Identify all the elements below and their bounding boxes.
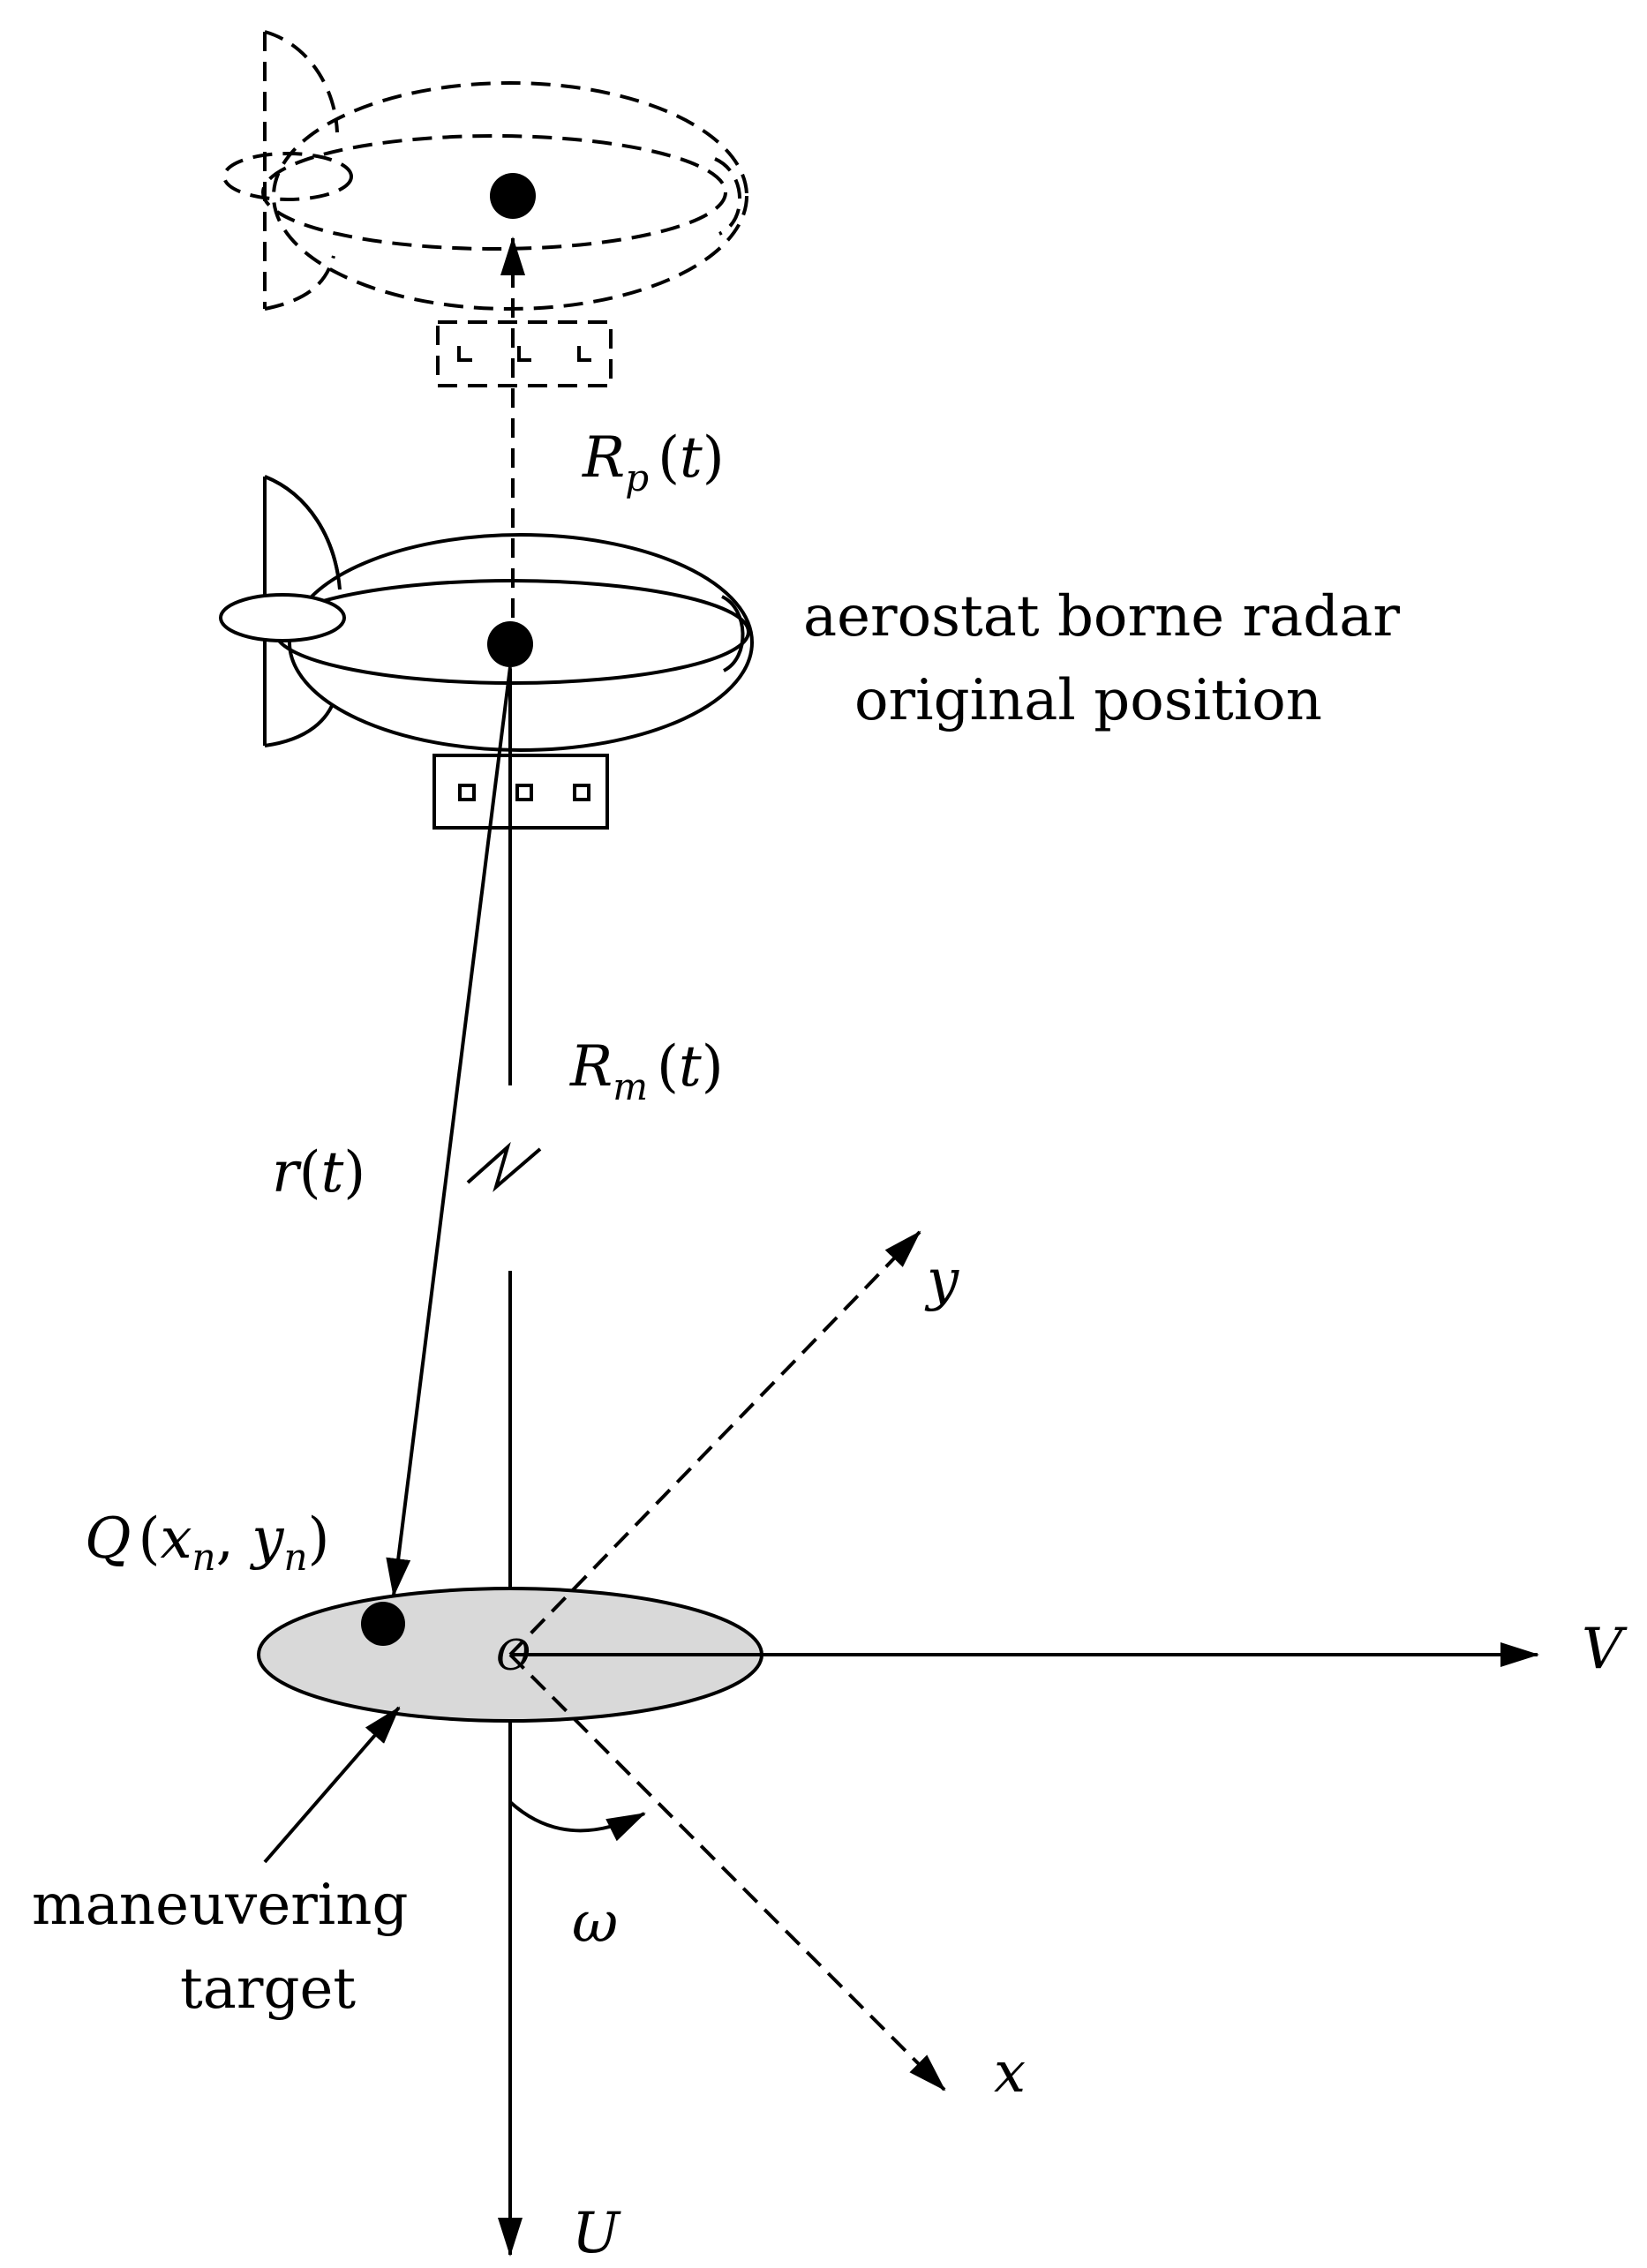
aerostat-moved-envelope	[272, 81, 748, 311]
axis-y-label: y	[924, 1248, 959, 1313]
target-pointer-arrow	[263, 1706, 401, 1864]
radar-moved-point	[490, 173, 536, 219]
aerostat-fin-bottom	[264, 696, 337, 747]
aerostat-original	[219, 475, 754, 830]
aerostat-moved-dashed	[222, 30, 748, 387]
aerostat-gondola	[432, 754, 609, 830]
target-caption-line1: maneuvering	[32, 1873, 408, 1938]
target-caption-line2: target	[180, 1956, 356, 2022]
aerostat-fin-top	[264, 475, 342, 590]
aerostat-moved-midline	[261, 134, 727, 251]
axis-x-label: x	[994, 2040, 1026, 2106]
angle-arc	[508, 1800, 646, 1842]
axis-y-line	[508, 1230, 921, 1656]
aerostat-nose	[721, 595, 745, 672]
aerostat-tail-ellipse	[219, 593, 346, 642]
aerostat-moved-windows	[457, 346, 591, 362]
aerostat-moved-nose	[714, 157, 741, 236]
radar-original-point	[487, 621, 533, 667]
scatter-point-Q	[361, 1602, 405, 1646]
axis-V-label: V	[1582, 1617, 1628, 1682]
axis-x-line	[508, 1653, 946, 2092]
label-Rm: Rm(t)	[569, 1034, 724, 1108]
label-r: r(t)	[272, 1140, 365, 1205]
aerostat-moved-gondola	[436, 320, 613, 387]
aerostat-moved-fin-bottom	[264, 255, 335, 311]
radar-caption-line2: original position	[854, 668, 1322, 733]
rm-break-symbol	[466, 1141, 542, 1192]
axis-U-label: U	[572, 2201, 621, 2266]
slant-range-line	[386, 666, 512, 1597]
label-Rp: Rp(t)	[582, 425, 725, 499]
aerostat-moved-tail-ellipse	[222, 152, 353, 201]
label-Q: Q(xn, yn)	[85, 1506, 329, 1579]
label-origin-O: O	[496, 1631, 530, 1680]
aerostat-fin-top-redraw	[264, 475, 342, 590]
angle-omega-label: ω	[572, 1890, 618, 1956]
radar-caption-line1: aerostat borne radar	[803, 584, 1400, 650]
aerostat-moved-fin-top	[264, 30, 339, 133]
